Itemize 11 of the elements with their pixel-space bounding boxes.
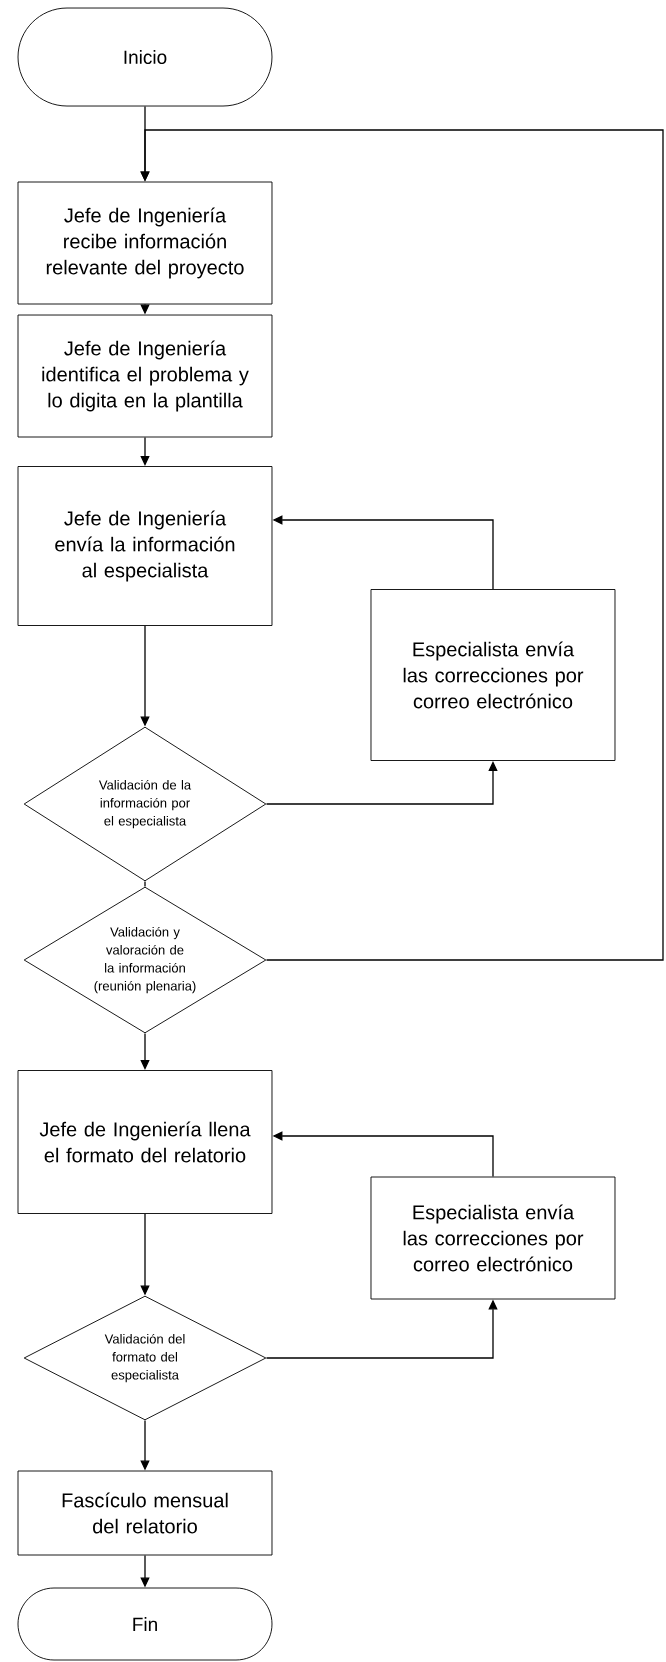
process-box: Especialista envía las correcciones por correo electrónico: [370, 589, 616, 761]
process-box: Jefe de Ingeniería identifica el problema y lo digita en la plantilla: [17, 314, 273, 438]
process-box: Fascículo mensual del relatorio: [17, 1470, 273, 1556]
process-box: Jefe de Ingeniería llena el formato del relatorio: [17, 1070, 273, 1214]
process-box: Jefe de Ingeniería envía la información al especialista: [17, 466, 273, 626]
arrow: [265, 761, 498, 805]
process-box: Jefe de Ingeniería recibe información relevante del proyecto: [17, 181, 273, 305]
arrow: [140, 129, 664, 961]
arrow: [140, 436, 150, 466]
arrow: [140, 1032, 150, 1070]
process-box: Especialista envía las correcciones por correo electrónico: [370, 1176, 616, 1300]
